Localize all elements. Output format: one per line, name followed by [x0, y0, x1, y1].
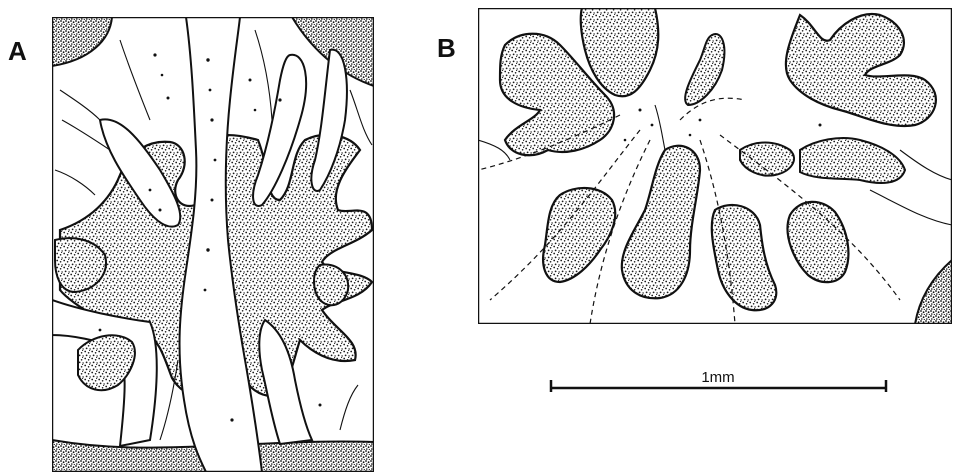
right-lobe	[314, 264, 348, 305]
scale-bar-label: 1mm	[701, 369, 734, 386]
panel-a-drawing	[52, 17, 374, 472]
scale-bar: 1mm	[551, 369, 886, 392]
corner-mass-top-left	[52, 17, 112, 66]
panel-b-drawing	[478, 8, 952, 324]
